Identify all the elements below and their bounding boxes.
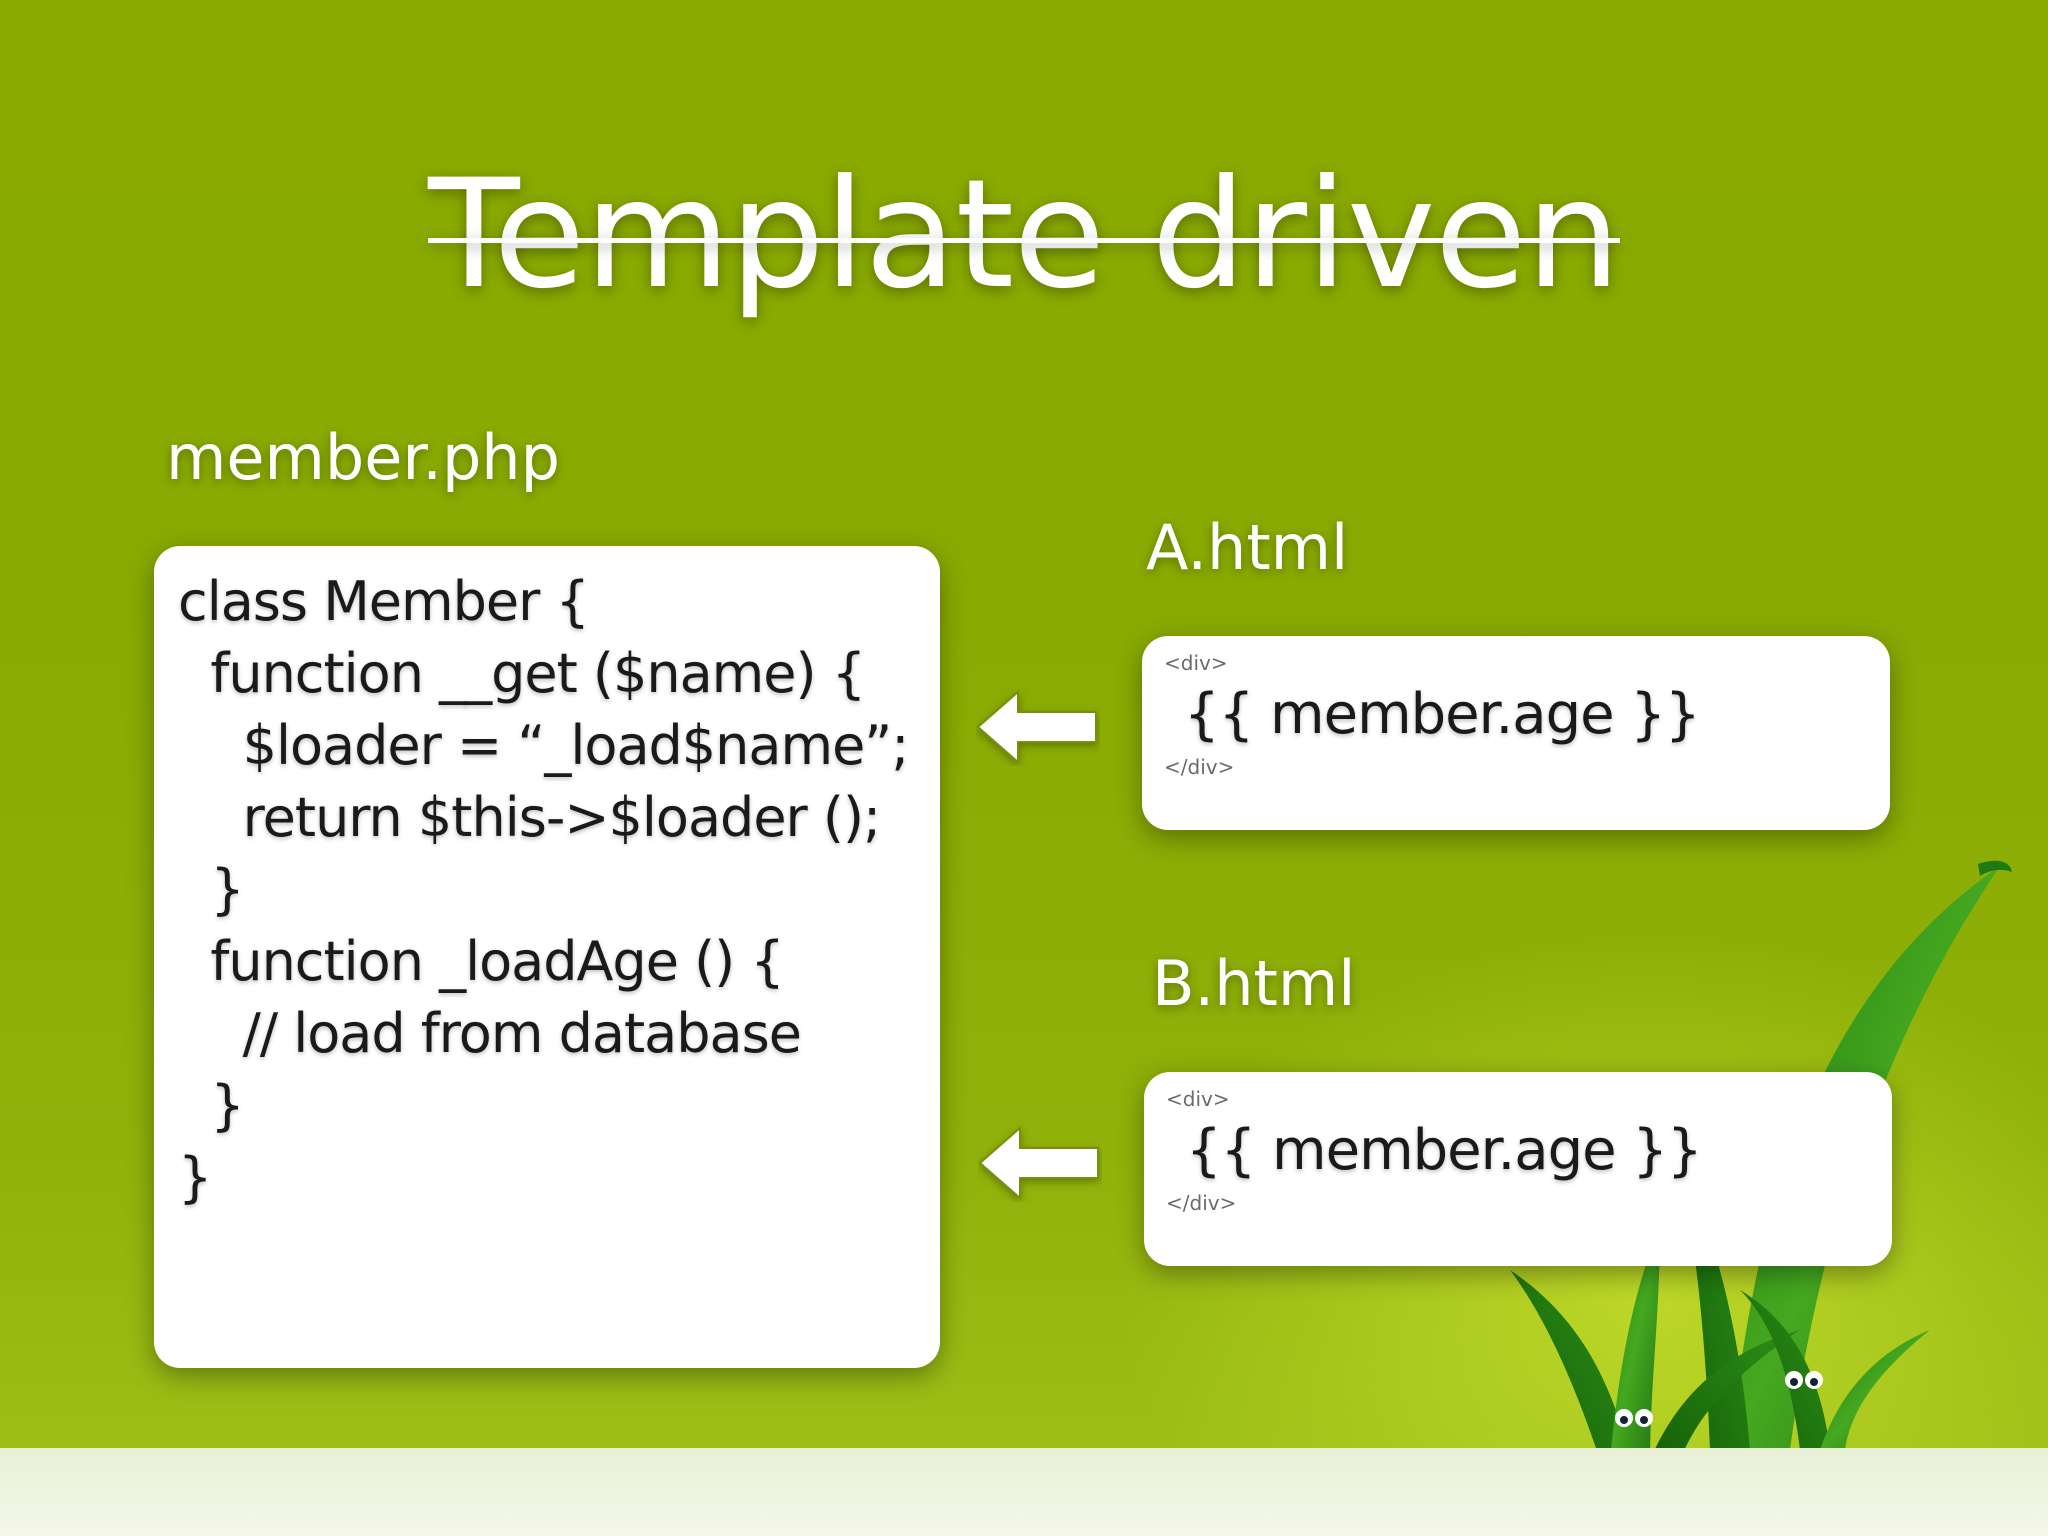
code-line: $loader = “_load$name”; — [178, 714, 910, 777]
code-line: function _loadAge () { — [178, 930, 784, 993]
code-line: return $this->$loader (); — [178, 786, 882, 849]
left-arrow-icon — [978, 1125, 1099, 1201]
php-file-label: member.php — [166, 421, 560, 494]
template-b-card: <div> {{ member.age }} </div> — [1144, 1072, 1892, 1266]
slide-title: Template driven — [428, 148, 1621, 322]
code-line: } — [178, 1074, 244, 1137]
open-tag: <div> — [1164, 651, 1228, 675]
close-tag: </div> — [1164, 755, 1235, 779]
template-a-card: <div> {{ member.age }} </div> — [1142, 636, 1890, 830]
code-line: } — [178, 1146, 212, 1209]
code-line: } — [178, 858, 244, 921]
left-arrow-icon — [976, 689, 1097, 765]
code-line: function __get ($name) { — [178, 642, 866, 705]
template-a-label: A.html — [1146, 511, 1349, 584]
floor — [0, 1448, 2048, 1536]
close-tag: </div> — [1166, 1191, 1237, 1215]
code-line: class Member { — [178, 570, 590, 633]
template-expression: {{ member.age }} — [1186, 1118, 1703, 1183]
template-expression: {{ member.age }} — [1184, 682, 1701, 747]
template-b-label: B.html — [1152, 947, 1356, 1020]
php-code-card: class Member { function __get ($name) { … — [154, 546, 940, 1368]
code-line: // load from database — [178, 1002, 802, 1065]
open-tag: <div> — [1166, 1087, 1230, 1111]
